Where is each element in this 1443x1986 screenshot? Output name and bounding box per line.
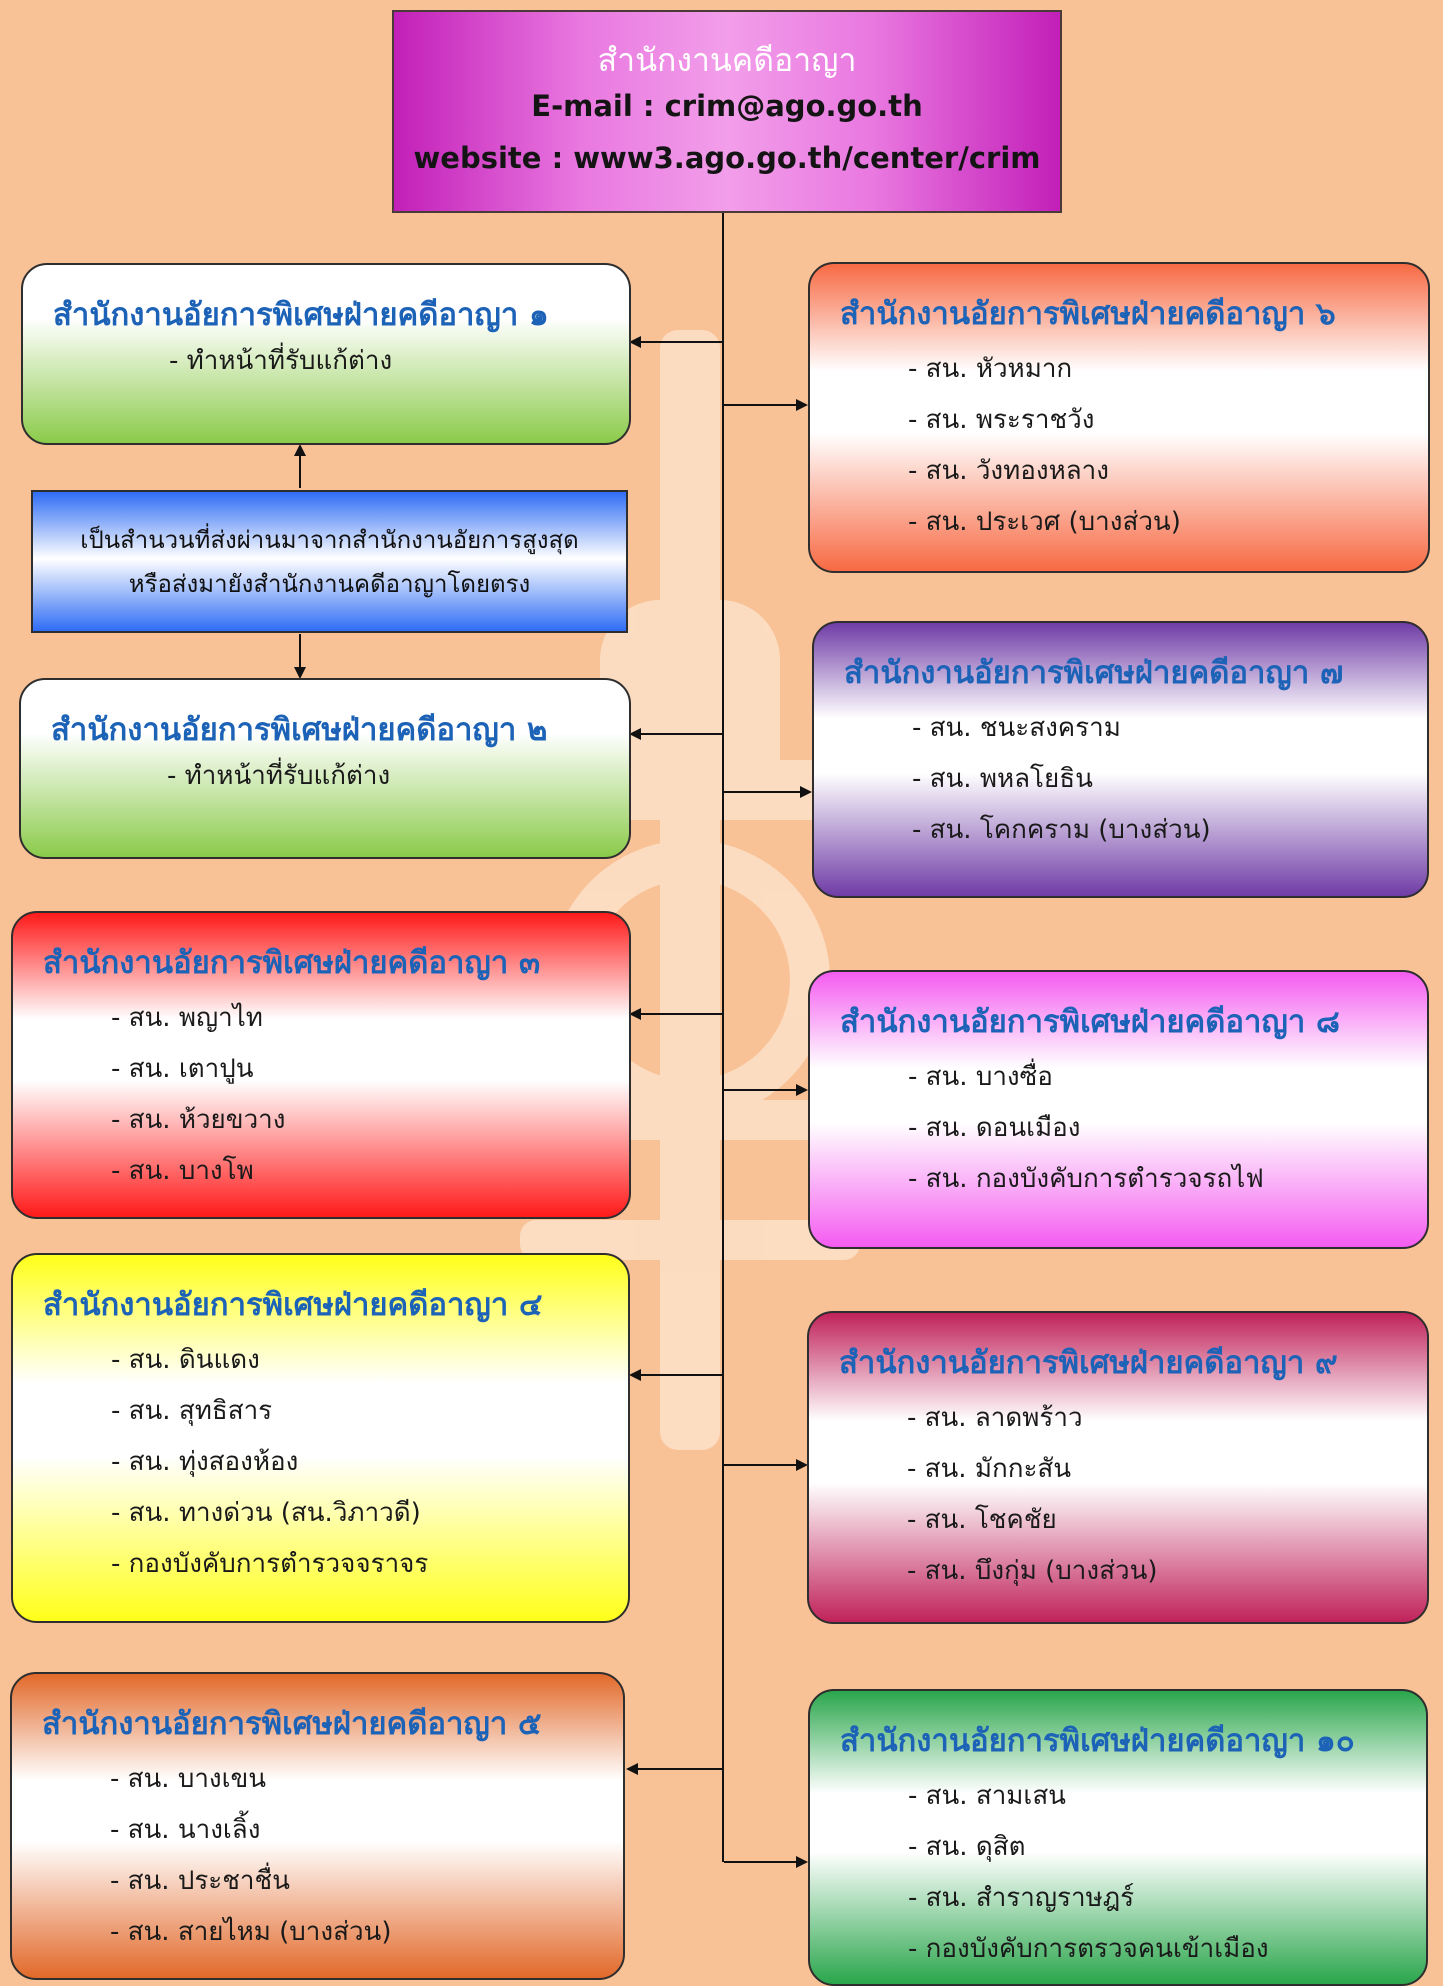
station-item: - สน. ชนะสงคราม (912, 713, 1121, 743)
header-email: E-mail : crim@ago.go.th (531, 89, 923, 123)
station-item: - สน. นางเลิ้ง (110, 1815, 261, 1845)
office-title: สำนักงานอัยการพิเศษฝ่ายคดีอาญา ๑๐ (840, 1723, 1355, 1759)
office-title: สำนักงานอัยการพิเศษฝ่ายคดีอาญา ๘ (840, 1004, 1340, 1040)
header-title: สำนักงานคดีอาญา (597, 41, 857, 79)
office-box-3: สำนักงานอัยการพิเศษฝ่ายคดีอาญา ๓ - สน. พ… (11, 911, 631, 1219)
header-box: สำนักงานคดีอาญา E-mail : crim@ago.go.th … (392, 10, 1062, 213)
station-item: - สน. ห้วยขวาง (111, 1105, 286, 1135)
station-list: - สน. หัวหมาก - สน. พระราชวัง - สน. วังท… (840, 344, 1408, 548)
station-item: - สน. สำราญราษฎร์ (908, 1883, 1135, 1913)
station-item: - กองบังคับการตำรวจจราจร (111, 1549, 429, 1579)
office-title: สำนักงานอัยการพิเศษฝ่ายคดีอาญา ๑ (53, 297, 549, 333)
header-website: website : www3.ago.go.th/center/crim (413, 141, 1041, 175)
office-box-9: สำนักงานอัยการพิเศษฝ่ายคดีอาญา ๙ - สน. ล… (807, 1311, 1429, 1624)
station-item: - สน. พหลโยธิน (912, 764, 1093, 794)
office-duty: - ทำหน้าที่รับแก้ต่าง (167, 761, 391, 791)
station-item: - สน. โคกคราม (บางส่วน) (912, 815, 1211, 845)
office-title: สำนักงานอัยการพิเศษฝ่ายคดีอาญา ๖ (840, 296, 1336, 332)
station-item: - สน. ลาดพร้าว (907, 1403, 1083, 1433)
office-box-7: สำนักงานอัยการพิเศษฝ่ายคดีอาญา ๗ - สน. ช… (812, 621, 1429, 898)
office-box-5: สำนักงานอัยการพิเศษฝ่ายคดีอาญา ๕ - สน. บ… (10, 1672, 625, 1980)
office-box-4: สำนักงานอัยการพิเศษฝ่ายคดีอาญา ๔ - สน. ด… (11, 1253, 630, 1623)
office-box-2: สำนักงานอัยการพิเศษฝ่ายคดีอาญา ๒ - ทำหน้… (19, 678, 631, 859)
station-item: - สน. สามเสน (908, 1781, 1066, 1811)
station-list: - สน. พญาไท - สน. เตาปูน - สน. ห้วยขวาง … (43, 993, 609, 1197)
office-box-10: สำนักงานอัยการพิเศษฝ่ายคดีอาญา ๑๐ - สน. … (808, 1689, 1428, 1986)
station-list: - สน. ชนะสงคราม - สน. พหลโยธิน - สน. โคก… (844, 703, 1407, 856)
station-list: - สน. บางเขน - สน. นางเลิ้ง - สน. ประชาช… (42, 1754, 603, 1958)
office-box-6: สำนักงานอัยการพิเศษฝ่ายคดีอาญา ๖ - สน. ห… (808, 262, 1430, 573)
station-item: - กองบังคับการตรวจคนเข้าเมือง (908, 1934, 1269, 1964)
station-item: - สน. มักกะสัน (907, 1454, 1072, 1484)
office-title: สำนักงานอัยการพิเศษฝ่ายคดีอาญา ๕ (42, 1706, 542, 1742)
station-item: - สน. สายไหม (บางส่วน) (110, 1917, 392, 1947)
station-item: - สน. ประชาชื่น (110, 1866, 290, 1896)
station-item: - สน. กองบังคับการตำรวจรถไฟ (908, 1164, 1264, 1194)
station-item: - สน. ทางด่วน (สน.วิภาวดี) (111, 1498, 421, 1528)
station-item: - สน. สุทธิสาร (111, 1396, 273, 1426)
station-item: - สน. โชคชัย (907, 1505, 1057, 1535)
station-item: - สน. บางเขน (110, 1764, 267, 1794)
office-box-1: สำนักงานอัยการพิเศษฝ่ายคดีอาญา ๑ - ทำหน้… (21, 263, 631, 445)
station-item: - สน. วังทองหลาง (908, 456, 1109, 486)
station-item: - สน. ดอนเมือง (908, 1113, 1081, 1143)
office-title: สำนักงานอัยการพิเศษฝ่ายคดีอาญา ๔ (43, 1287, 543, 1323)
station-item: - สน. พระราชวัง (908, 405, 1095, 435)
office-title: สำนักงานอัยการพิเศษฝ่ายคดีอาญา ๗ (844, 655, 1344, 691)
office-title: สำนักงานอัยการพิเศษฝ่ายคดีอาญา ๒ (51, 712, 548, 748)
station-list: - สน. ดินแดง - สน. สุทธิสาร - สน. ทุ่งสอ… (43, 1335, 608, 1590)
station-list: - สน. สามเสน - สน. ดุสิต - สน. สำราญราษฎ… (840, 1771, 1406, 1975)
office-box-8: สำนักงานอัยการพิเศษฝ่ายคดีอาญา ๘ - สน. บ… (808, 970, 1429, 1249)
routing-note-line-1: เป็นสำนวนที่ส่งผ่านมาจากสำนักงานอัยการสู… (80, 526, 579, 554)
office-title: สำนักงานอัยการพิเศษฝ่ายคดีอาญา ๓ (43, 945, 541, 981)
station-list: - สน. ลาดพร้าว - สน. มักกะสัน - สน. โชคช… (839, 1393, 1407, 1597)
station-item: - สน. ดุสิต (908, 1832, 1026, 1862)
routing-note-box: เป็นสำนวนที่ส่งผ่านมาจากสำนักงานอัยการสู… (31, 490, 628, 633)
station-item: - สน. หัวหมาก (908, 354, 1073, 384)
station-item: - สน. บางโพ (111, 1156, 254, 1186)
station-item: - สน. เตาปูน (111, 1054, 254, 1084)
routing-note-line-2: หรือส่งมายังสำนักงานคดีอาญาโดยตรง (128, 570, 531, 598)
station-item: - สน. ดินแดง (111, 1345, 260, 1375)
office-title: สำนักงานอัยการพิเศษฝ่ายคดีอาญา ๙ (839, 1345, 1338, 1381)
station-item: - สน. บึงกุ่ม (บางส่วน) (907, 1556, 1158, 1586)
station-item: - สน. ประเวศ (บางส่วน) (908, 507, 1181, 537)
station-item: - สน. พญาไท (111, 1003, 263, 1033)
station-list: - สน. บางซื่อ - สน. ดอนเมือง - สน. กองบั… (840, 1052, 1407, 1205)
station-item: - สน. ทุ่งสองห้อง (111, 1447, 299, 1477)
office-duty: - ทำหน้าที่รับแก้ต่าง (169, 346, 393, 376)
station-item: - สน. บางซื่อ (908, 1062, 1053, 1092)
